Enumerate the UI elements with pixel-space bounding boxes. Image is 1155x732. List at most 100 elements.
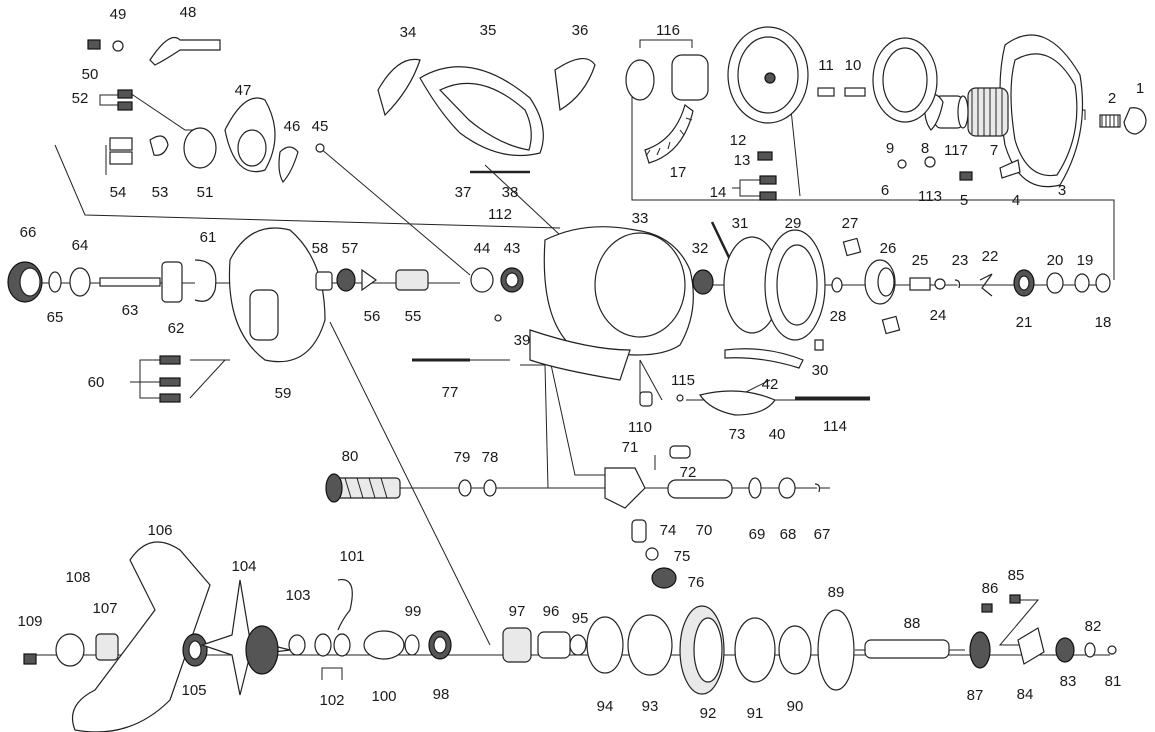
part-number-labels: 1234567891011121314171819202122232425262… — [17, 4, 1144, 722]
part-label-52: 52 — [72, 90, 89, 107]
part-label-89: 89 — [828, 584, 845, 601]
part-label-84: 84 — [1017, 686, 1034, 703]
part-label-63: 63 — [122, 302, 139, 319]
part-label-90: 90 — [787, 698, 804, 715]
part-label-79: 79 — [454, 449, 471, 466]
part-label-21: 21 — [1016, 314, 1033, 331]
part-label-28: 28 — [830, 308, 847, 325]
part-label-4: 4 — [1012, 192, 1020, 209]
part-label-68: 68 — [780, 526, 797, 543]
part-label-78: 78 — [482, 449, 499, 466]
part-label-112: 112 — [488, 206, 512, 223]
part-label-13: 13 — [734, 152, 751, 169]
part-label-42: 42 — [762, 376, 779, 393]
part-label-37: 37 — [455, 184, 472, 201]
part-label-80: 80 — [342, 448, 359, 465]
part-label-24: 24 — [930, 307, 947, 324]
part-label-57: 57 — [342, 240, 359, 257]
part-label-56: 56 — [364, 308, 381, 325]
part-label-44: 44 — [474, 240, 491, 257]
part-label-100: 100 — [371, 688, 396, 705]
part-label-104: 104 — [231, 558, 256, 575]
part-label-39: 39 — [514, 332, 531, 349]
part-label-73: 73 — [729, 426, 746, 443]
parts — [7, 26, 1147, 732]
part-label-43: 43 — [504, 240, 521, 257]
part-label-36: 36 — [572, 22, 589, 39]
part-label-101: 101 — [339, 548, 364, 565]
part-label-69: 69 — [749, 526, 766, 543]
part-label-30: 30 — [812, 362, 829, 379]
part-label-3: 3 — [1058, 182, 1066, 199]
part-label-20: 20 — [1047, 252, 1064, 269]
part-label-25: 25 — [912, 252, 929, 269]
part-label-49: 49 — [110, 6, 127, 23]
part-label-110: 110 — [628, 419, 652, 436]
part-label-116: 116 — [656, 22, 680, 39]
part-label-9: 9 — [886, 140, 894, 157]
part-label-48: 48 — [180, 4, 197, 21]
part-label-77: 77 — [442, 384, 459, 401]
part-label-60: 60 — [88, 374, 105, 391]
part-label-117: 117 — [944, 142, 968, 159]
part-label-26: 26 — [880, 240, 897, 257]
part-label-18: 18 — [1095, 314, 1112, 331]
part-label-62: 62 — [168, 320, 185, 337]
part-label-99: 99 — [405, 603, 422, 620]
part-label-59: 59 — [275, 385, 292, 402]
part-label-67: 67 — [814, 526, 831, 543]
part-label-108: 108 — [65, 569, 90, 586]
part-label-96: 96 — [543, 603, 560, 620]
part-label-74: 74 — [660, 522, 677, 539]
part-label-12: 12 — [730, 132, 747, 149]
part-label-91: 91 — [747, 705, 764, 722]
part-label-92: 92 — [700, 705, 717, 722]
part-label-22: 22 — [982, 248, 999, 265]
part-label-33: 33 — [632, 210, 649, 227]
part-label-54: 54 — [110, 184, 127, 201]
part-label-31: 31 — [732, 215, 749, 232]
part-label-7: 7 — [990, 142, 998, 159]
part-label-40: 40 — [769, 426, 786, 443]
part-label-65: 65 — [47, 309, 64, 326]
part-label-32: 32 — [692, 240, 709, 257]
part-label-98: 98 — [433, 686, 450, 703]
part-label-5: 5 — [960, 192, 968, 209]
part-label-1: 1 — [1136, 80, 1144, 97]
part-label-83: 83 — [1060, 673, 1077, 690]
part-label-93: 93 — [642, 698, 659, 715]
part-label-94: 94 — [597, 698, 614, 715]
part-label-76: 76 — [688, 574, 705, 591]
part-label-105: 105 — [181, 682, 206, 699]
part-label-66: 66 — [20, 224, 37, 241]
part-label-70: 70 — [696, 522, 713, 539]
part-label-19: 19 — [1077, 252, 1094, 269]
part-label-88: 88 — [904, 615, 921, 632]
part-label-46: 46 — [284, 118, 301, 135]
part-label-11: 11 — [818, 57, 834, 74]
part-label-38: 38 — [502, 184, 519, 201]
part-label-82: 82 — [1085, 618, 1102, 635]
part-label-10: 10 — [845, 57, 862, 74]
part-label-87: 87 — [967, 687, 984, 704]
part-label-14: 14 — [710, 184, 727, 201]
part-label-27: 27 — [842, 215, 859, 232]
part-label-81: 81 — [1105, 673, 1122, 690]
part-label-51: 51 — [197, 184, 214, 201]
part-label-47: 47 — [235, 82, 252, 99]
part-label-29: 29 — [785, 215, 802, 232]
part-label-34: 34 — [400, 24, 417, 41]
part-label-106: 106 — [147, 522, 172, 539]
part-label-85: 85 — [1008, 567, 1025, 584]
part-label-75: 75 — [674, 548, 691, 565]
part-label-71: 71 — [622, 439, 639, 456]
part-label-8: 8 — [921, 140, 929, 157]
part-label-64: 64 — [72, 237, 89, 254]
part-label-113: 113 — [918, 188, 942, 205]
part-label-53: 53 — [152, 184, 169, 201]
part-label-35: 35 — [480, 22, 497, 39]
part-label-58: 58 — [312, 240, 329, 257]
part-label-107: 107 — [92, 600, 117, 617]
